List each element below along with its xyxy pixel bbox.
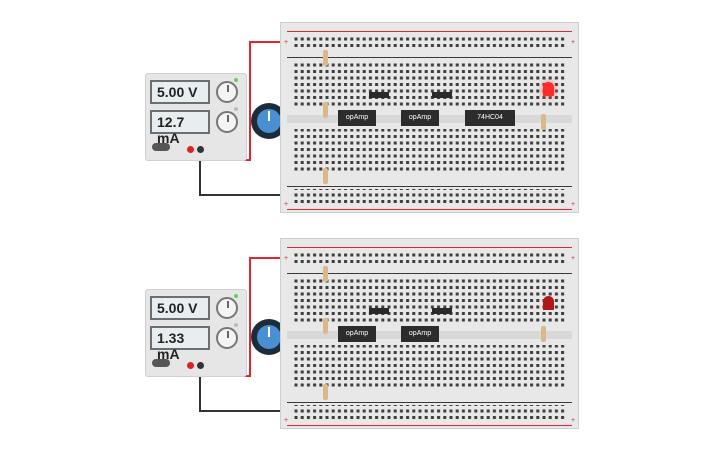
circuit-2: 5.00 V 1.33 mA + + + + <box>0 216 725 442</box>
current-knob[interactable] <box>216 327 238 349</box>
rail-line <box>287 273 572 274</box>
rail-plus-sign: + <box>284 417 289 424</box>
led-off-icon[interactable] <box>543 296 554 310</box>
current-display: 12.7 mA <box>150 110 210 146</box>
rail-plus-sign: + <box>571 39 576 46</box>
negative-terminal[interactable] <box>197 362 204 369</box>
chip-label: opAmp <box>408 330 432 337</box>
rail-plus-sign: + <box>284 201 289 208</box>
resistor[interactable] <box>323 102 328 118</box>
power-supply: 5.00 V 1.33 mA <box>145 289 247 377</box>
inverter-chip[interactable]: 74HC04 <box>465 110 515 126</box>
hole-grid <box>293 251 566 419</box>
rail-line <box>287 31 572 32</box>
opamp-chip[interactable]: opAmp <box>338 326 376 342</box>
current-knob[interactable] <box>216 111 238 133</box>
cv-indicator-icon <box>234 294 238 298</box>
diode[interactable] <box>369 308 389 314</box>
resistor[interactable] <box>323 50 328 66</box>
cc-indicator-icon <box>234 107 238 111</box>
rail-line <box>287 247 572 248</box>
chip-label: opAmp <box>345 114 369 121</box>
positive-terminal[interactable] <box>187 362 194 369</box>
diode[interactable] <box>369 92 389 98</box>
opamp-chip[interactable]: opAmp <box>401 326 439 342</box>
rail-plus-sign: + <box>571 417 576 424</box>
power-supply: 5.00 V 12.7 mA <box>145 73 247 161</box>
hole-grid <box>293 35 566 203</box>
voltage-display: 5.00 V <box>150 296 210 320</box>
opamp-chip[interactable]: opAmp <box>338 110 376 126</box>
cv-indicator-icon <box>234 78 238 82</box>
diode[interactable] <box>432 308 452 314</box>
negative-terminal[interactable] <box>197 146 204 153</box>
power-switch[interactable] <box>152 143 170 151</box>
rail-plus-sign: + <box>284 255 289 262</box>
voltage-display: 5.00 V <box>150 80 210 104</box>
led-on-icon[interactable] <box>543 82 554 96</box>
chip-label: opAmp <box>345 330 369 337</box>
rail-line <box>287 209 572 210</box>
opamp-chip[interactable]: opAmp <box>401 110 439 126</box>
voltage-knob[interactable] <box>216 297 238 319</box>
rail-plus-sign: + <box>284 39 289 46</box>
resistor[interactable] <box>323 168 328 184</box>
resistor[interactable] <box>541 114 546 130</box>
positive-terminal[interactable] <box>187 146 194 153</box>
current-display: 1.33 mA <box>150 326 210 362</box>
chip-label: 74HC04 <box>477 114 503 121</box>
rail-line <box>287 402 572 403</box>
voltage-knob[interactable] <box>216 81 238 103</box>
cc-indicator-icon <box>234 323 238 327</box>
chip-label: opAmp <box>408 114 432 121</box>
resistor[interactable] <box>323 384 328 400</box>
rail-plus-sign: + <box>571 201 576 208</box>
rail-line <box>287 425 572 426</box>
resistor[interactable] <box>541 326 546 342</box>
rail-line <box>287 186 572 187</box>
circuit-1: 5.00 V 12.7 mA + + + + <box>0 0 725 226</box>
resistor[interactable] <box>323 318 328 334</box>
diode[interactable] <box>432 92 452 98</box>
resistor[interactable] <box>323 266 328 282</box>
rail-line <box>287 57 572 58</box>
power-switch[interactable] <box>152 359 170 367</box>
rail-plus-sign: + <box>571 255 576 262</box>
